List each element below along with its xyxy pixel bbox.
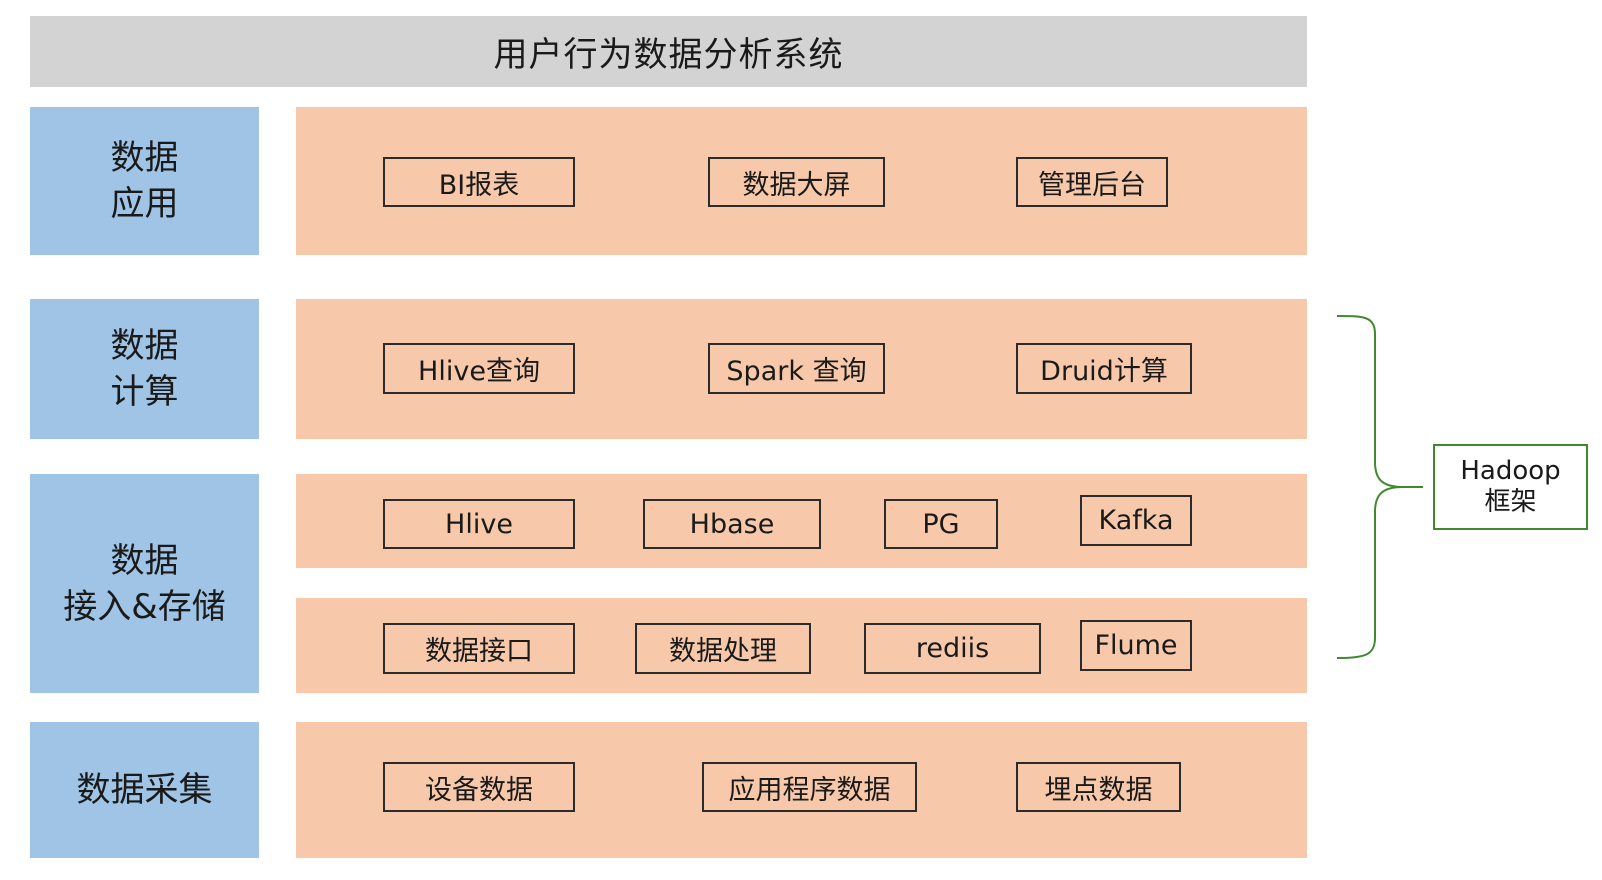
component-redis: rediis bbox=[864, 623, 1041, 674]
layer-label-line: 数据采集 bbox=[76, 770, 213, 810]
component-flume: Flume bbox=[1080, 620, 1192, 671]
component-data-interface: 数据接口 bbox=[383, 623, 575, 674]
component-bi-report: BI报表 bbox=[383, 157, 575, 207]
hadoop-framework-box: Hadoop 框架 bbox=[1433, 444, 1588, 530]
hadoop-sublabel: 框架 bbox=[1484, 487, 1537, 517]
component-data-processing: 数据处理 bbox=[635, 623, 811, 674]
layer-label-line: 数据 bbox=[110, 326, 179, 366]
hadoop-brace bbox=[1336, 315, 1423, 659]
component-tracking-data: 埋点数据 bbox=[1016, 762, 1181, 812]
component-admin-backend: 管理后台 bbox=[1016, 157, 1168, 207]
layer-band-ingest bbox=[296, 598, 1307, 693]
brace-path bbox=[1336, 315, 1423, 659]
layer-label-line: 接入&存储 bbox=[63, 586, 226, 627]
component-kafka: Kafka bbox=[1080, 495, 1192, 546]
component-hive: Hlive bbox=[383, 499, 575, 549]
layer-band-compute bbox=[296, 299, 1307, 439]
layer-band-application bbox=[296, 107, 1307, 255]
component-app-data: 应用程序数据 bbox=[702, 762, 917, 812]
component-data-screen: 数据大屏 bbox=[708, 157, 885, 207]
layer-label-line: 数据 bbox=[110, 540, 179, 581]
layer-label-line: 数据 bbox=[110, 138, 179, 178]
layer-label-line: 计算 bbox=[110, 372, 179, 412]
component-spark-query: Spark 查询 bbox=[708, 343, 885, 394]
component-hive-query: Hlive查询 bbox=[383, 343, 575, 394]
layer-band-collection bbox=[296, 722, 1307, 858]
component-pg: PG bbox=[884, 499, 998, 549]
diagram-title: 用户行为数据分析系统 bbox=[30, 16, 1307, 87]
layer-label-collection: 数据采集 bbox=[30, 722, 259, 858]
component-device-data: 设备数据 bbox=[383, 762, 575, 812]
component-druid-compute: Druid计算 bbox=[1016, 343, 1192, 394]
hadoop-label: Hadoop bbox=[1460, 456, 1561, 486]
layer-label-compute: 数据 计算 bbox=[30, 299, 259, 439]
component-hbase: Hbase bbox=[643, 499, 821, 549]
layer-band-storage bbox=[296, 474, 1307, 568]
layer-label-application: 数据 应用 bbox=[30, 107, 259, 255]
layer-label-ingest-storage: 数据 接入&存储 bbox=[30, 474, 259, 693]
layer-label-line: 应用 bbox=[110, 184, 179, 224]
